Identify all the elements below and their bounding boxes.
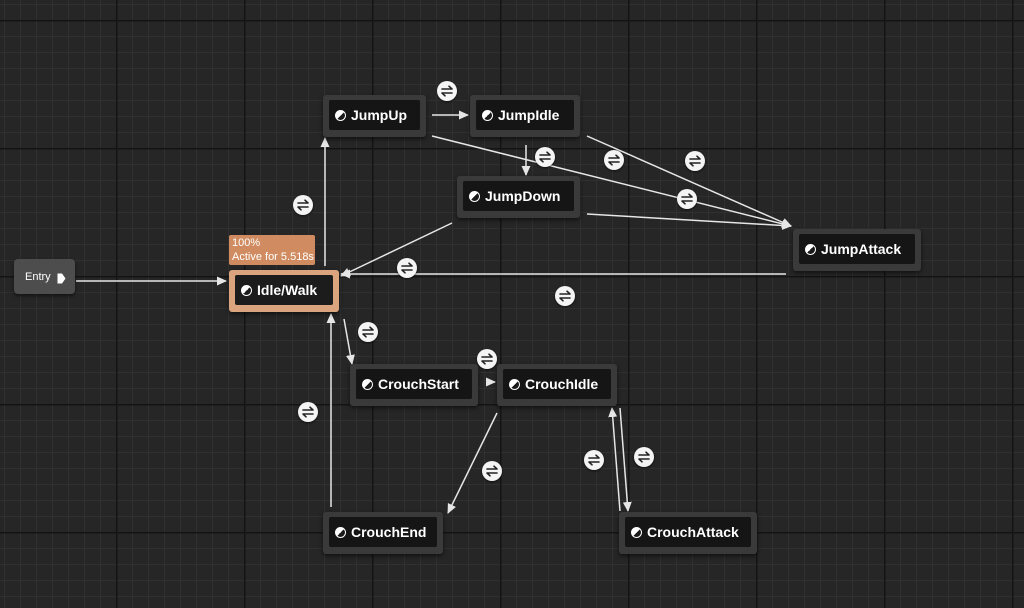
state-node-jump-down[interactable]: JumpDown [457, 176, 580, 218]
transition-rule-icon[interactable] [535, 147, 555, 167]
wire-jump-down-to-idle-walk[interactable] [340, 222, 453, 277]
transition-rule-icon[interactable] [293, 195, 313, 215]
state-machine-icon [335, 526, 346, 538]
transition-rule-icon[interactable] [298, 402, 318, 422]
state-node-jump-up[interactable]: JumpUp [323, 95, 426, 137]
transition-rule-icon[interactable] [677, 189, 697, 209]
play-arrow-icon [57, 271, 66, 284]
entry-label: Entry [25, 270, 51, 283]
state-label: CrouchStart [378, 376, 459, 392]
state-machine-icon [469, 190, 480, 202]
state-machine-icon [335, 109, 346, 121]
state-machine-icon [509, 378, 520, 390]
transition-rule-icon[interactable] [634, 447, 654, 467]
state-node-crouch-end[interactable]: CrouchEnd [323, 512, 443, 554]
state-node-crouch-attack[interactable]: CrouchAttack [619, 512, 757, 554]
wire-crouch-attack-to-crouch-idle[interactable] [608, 407, 621, 512]
state-node-crouch-start[interactable]: CrouchStart [350, 364, 478, 406]
wire-idle-walk-to-crouch-start[interactable] [343, 318, 355, 365]
wire-crouch-idle-to-crouch-attack[interactable] [619, 407, 632, 512]
wire-crouch-idle-to-crouch-end[interactable] [447, 412, 498, 514]
entry-node[interactable]: Entry [14, 259, 75, 294]
state-label: JumpDown [485, 188, 561, 204]
transition-rule-icon[interactable] [397, 258, 417, 278]
active-duration: Active for 5.518s [232, 251, 314, 263]
state-node-jump-attack[interactable]: JumpAttack [793, 229, 921, 271]
state-node-idle-walk[interactable]: Idle/Walk [229, 270, 339, 312]
state-label: JumpAttack [821, 241, 902, 257]
active-weight: 100% [232, 237, 261, 249]
state-machine-icon [241, 284, 252, 296]
state-machine-icon [805, 243, 816, 255]
wire-jump-up-to-jump-attack[interactable] [431, 135, 792, 229]
active-state-tooltip: 100% Active for 5.518s [229, 235, 315, 265]
transition-rule-icon[interactable] [477, 349, 497, 369]
state-machine-icon [482, 109, 493, 121]
state-label: Idle/Walk [257, 282, 318, 298]
transition-rule-icon[interactable] [437, 81, 457, 101]
transition-rule-icon[interactable] [604, 150, 624, 170]
state-label: JumpUp [351, 107, 407, 123]
state-label: CrouchEnd [351, 524, 427, 540]
state-label: JumpIdle [498, 107, 560, 123]
state-node-crouch-idle[interactable]: CrouchIdle [497, 364, 617, 406]
wire-jump-idle-to-jump-attack[interactable] [586, 135, 792, 227]
state-node-jump-idle[interactable]: JumpIdle [470, 95, 580, 137]
state-machine-icon [631, 526, 642, 538]
transition-rule-icon[interactable] [685, 151, 705, 171]
state-label: CrouchIdle [525, 376, 599, 392]
state-label: CrouchAttack [647, 524, 739, 540]
transition-rule-icon[interactable] [584, 450, 604, 470]
transition-rule-icon[interactable] [482, 461, 502, 481]
state-machine-icon [362, 378, 373, 390]
wire-jump-down-to-jump-attack[interactable] [586, 213, 792, 230]
transition-rule-icon[interactable] [555, 286, 575, 306]
transition-rule-icon[interactable] [358, 322, 378, 342]
